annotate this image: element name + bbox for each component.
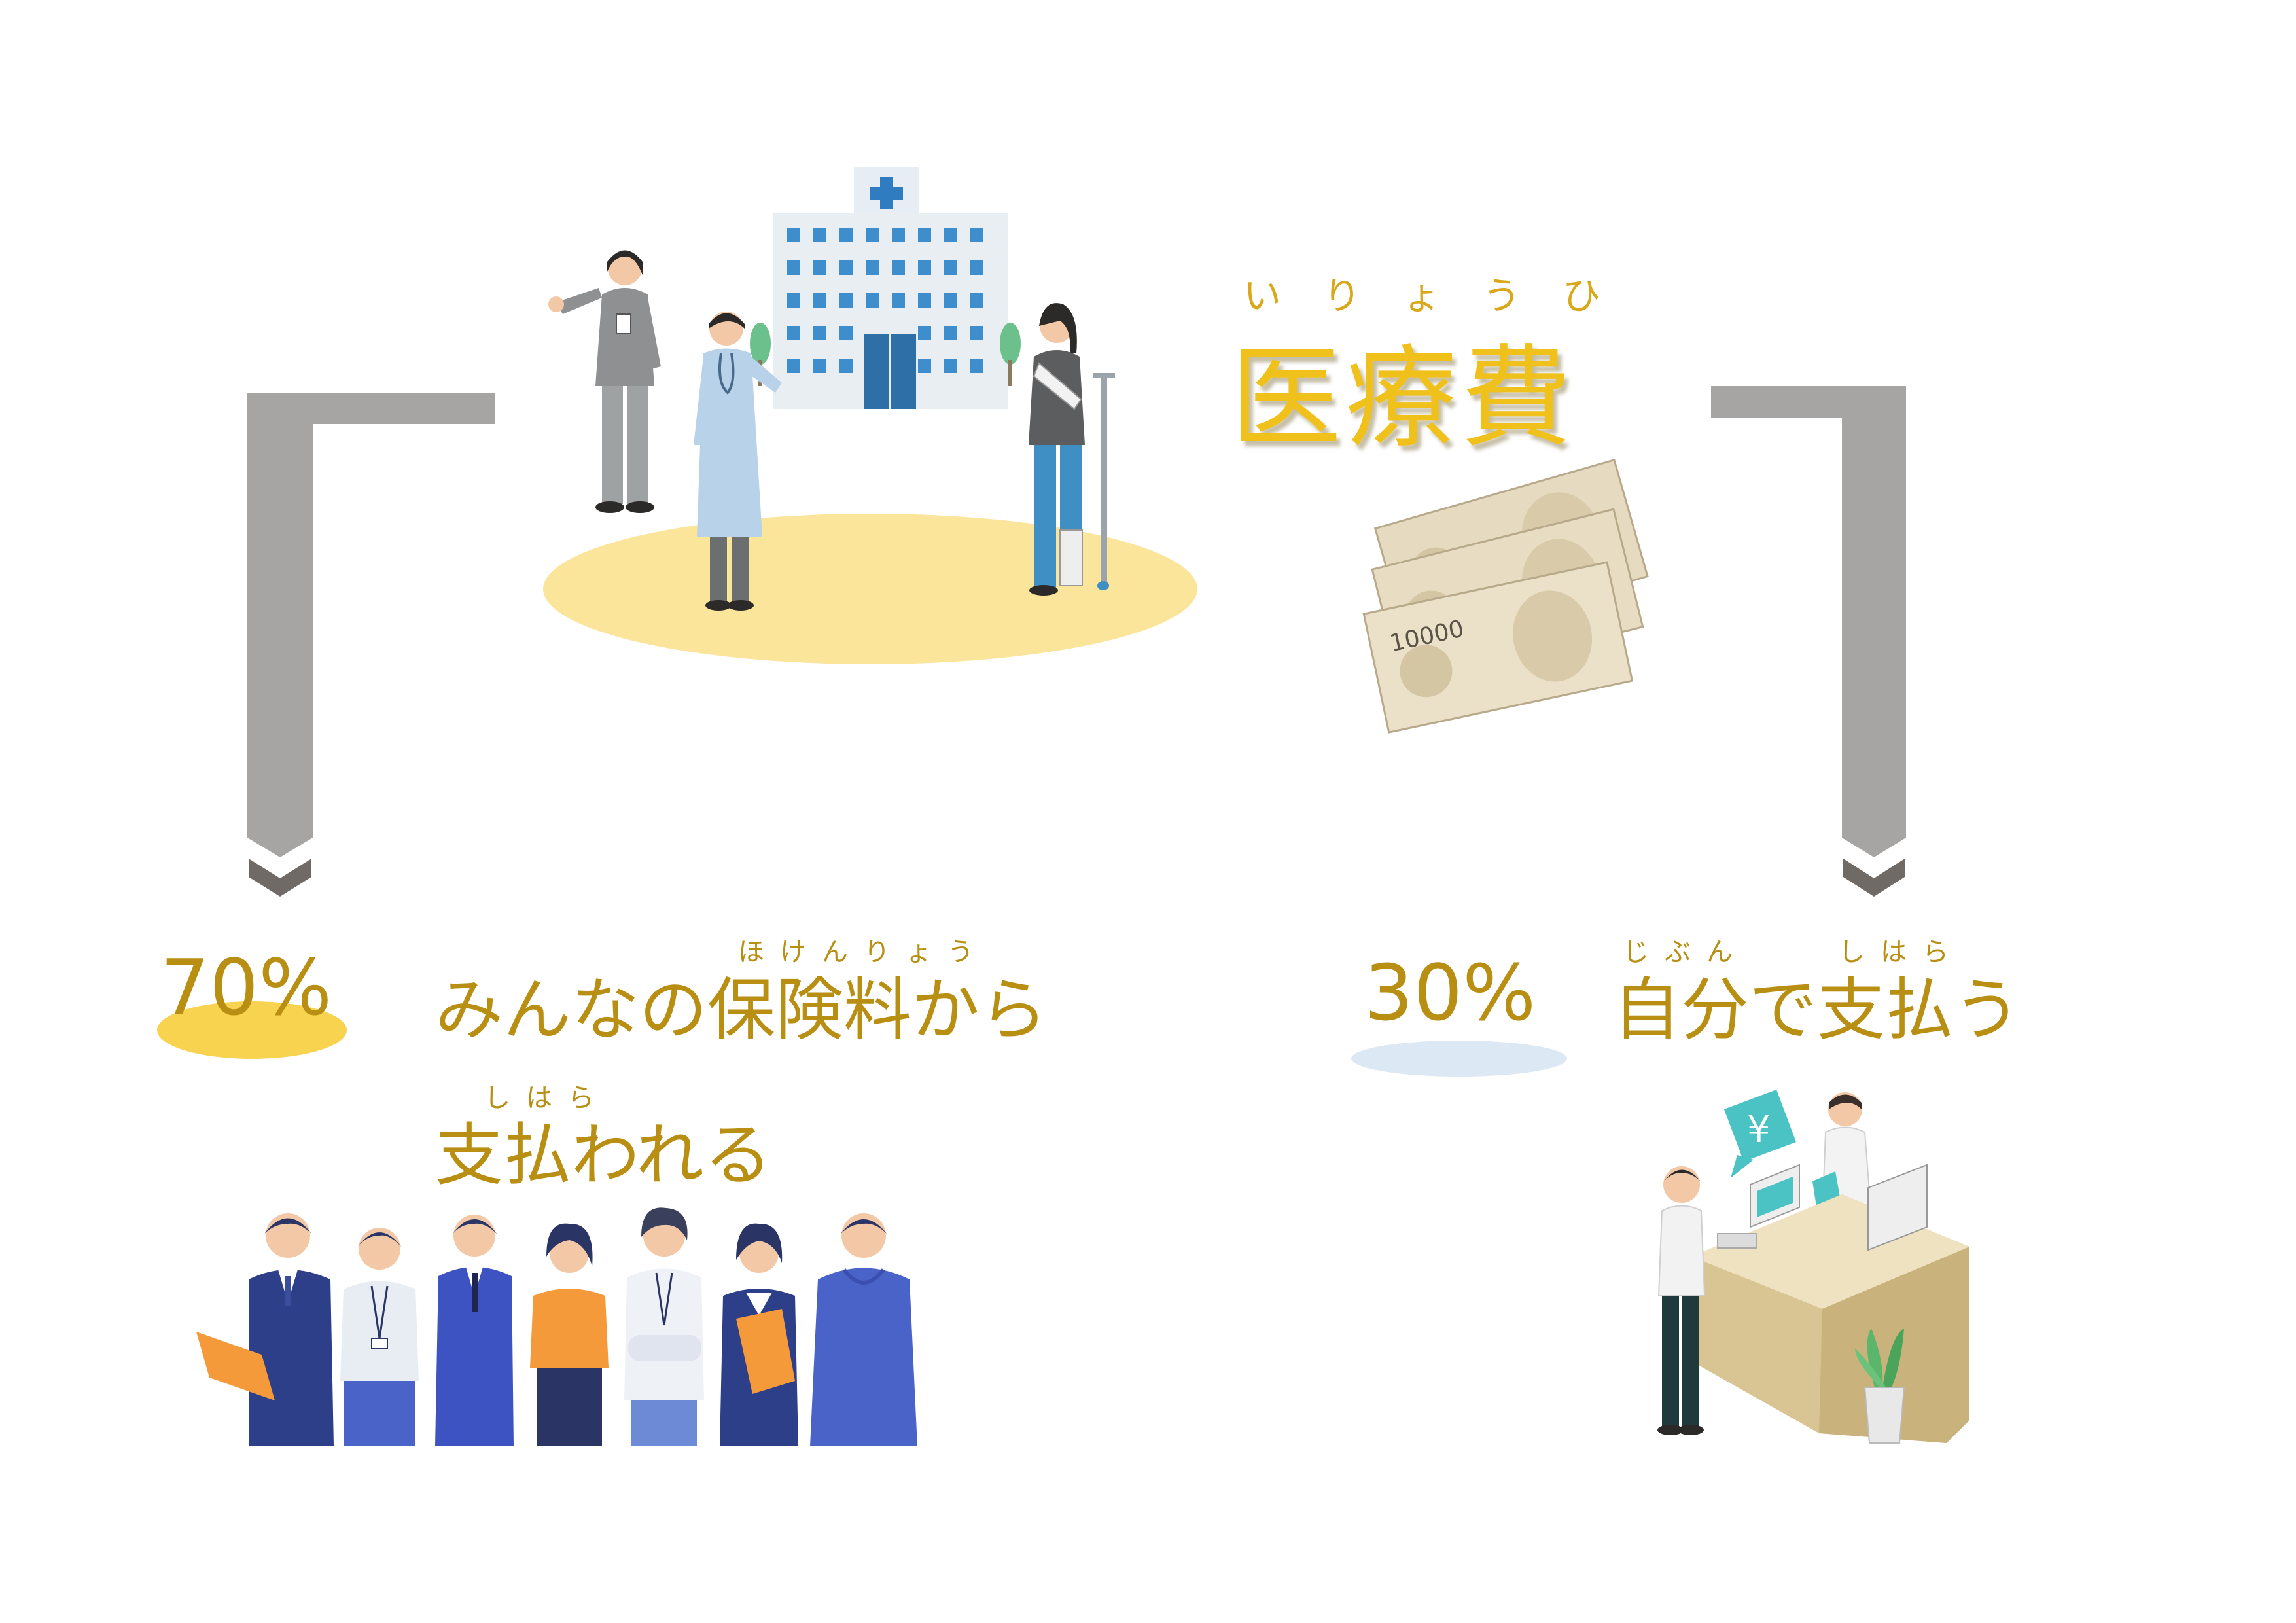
potted-plant-icon xyxy=(1855,1329,1905,1444)
cashier-staff-icon xyxy=(1812,1092,1873,1218)
person-suit-tie-icon xyxy=(435,1215,514,1446)
person-arms-crossed-icon xyxy=(624,1207,704,1446)
hospital-scene-illustration xyxy=(537,157,1204,668)
left-percent: 70% xyxy=(160,942,332,1033)
person-hoodie-icon xyxy=(810,1213,917,1446)
right-kanji2-ruby: しはら xyxy=(1839,937,1964,967)
nurse-figure-icon xyxy=(548,250,661,513)
left-line2-suffix: われる xyxy=(571,1115,772,1195)
banknotes-illustration: 10000 xyxy=(1328,458,1669,746)
left-line1-suffix: から xyxy=(911,970,1048,1050)
page-title: 医療費 xyxy=(1230,334,1576,463)
tree-icon xyxy=(1000,323,1021,386)
right-flow-arrow xyxy=(1711,386,1907,923)
left-line2: 支払われる xyxy=(435,1099,772,1198)
right-kanji1: 自分 xyxy=(1613,970,1750,1050)
reception-desk-icon xyxy=(1691,1194,1969,1443)
title-ruby: いりょうひ xyxy=(1243,274,1643,318)
group-of-people-illustration xyxy=(190,1204,962,1453)
person-suit-icon xyxy=(196,1213,334,1446)
right-percent-highlight xyxy=(1351,1041,1567,1077)
monitor-icon xyxy=(1867,1164,1928,1251)
left-percent-highlight xyxy=(157,1001,347,1059)
right-line: 自分で支払う xyxy=(1613,954,2021,1053)
left-line1-kanji: 保険料 xyxy=(707,970,912,1050)
left-line1: みんなの保険料から xyxy=(435,954,1048,1053)
right-kanji2: 支払 xyxy=(1817,970,1954,1050)
payment-terminal-icon xyxy=(1717,1233,1757,1249)
right-suffix: う xyxy=(1953,970,2022,1050)
person-lanyard-icon xyxy=(340,1228,419,1446)
patient-with-crutch-icon xyxy=(1029,303,1115,596)
left-flow-arrow xyxy=(247,393,496,929)
person-folder-icon xyxy=(720,1223,798,1446)
right-kanji1-ruby: じぶん xyxy=(1623,937,1748,967)
yen-symbol: ¥ xyxy=(1747,1109,1771,1151)
doctor-figure-icon xyxy=(694,312,782,611)
right-percent: 30% xyxy=(1364,948,1536,1038)
customer-figure-icon xyxy=(1657,1166,1706,1435)
banknote-icon: 10000 xyxy=(1362,561,1634,734)
left-line1-ruby: ほけんりょう xyxy=(738,937,989,967)
left-line2-ruby: しはら xyxy=(484,1083,610,1113)
monitor-icon xyxy=(1750,1164,1800,1228)
right-middle: で xyxy=(1749,970,1818,1050)
person-orange-top-icon xyxy=(530,1223,609,1446)
left-line1-prefix: みんなの xyxy=(435,970,708,1050)
hospital-building-icon xyxy=(773,167,1008,409)
cashier-counter-illustration: ¥ xyxy=(1639,1080,1992,1486)
yen-sign-bubble-icon: ¥ xyxy=(1724,1090,1796,1178)
left-line2-kanji: 支払 xyxy=(435,1115,572,1195)
